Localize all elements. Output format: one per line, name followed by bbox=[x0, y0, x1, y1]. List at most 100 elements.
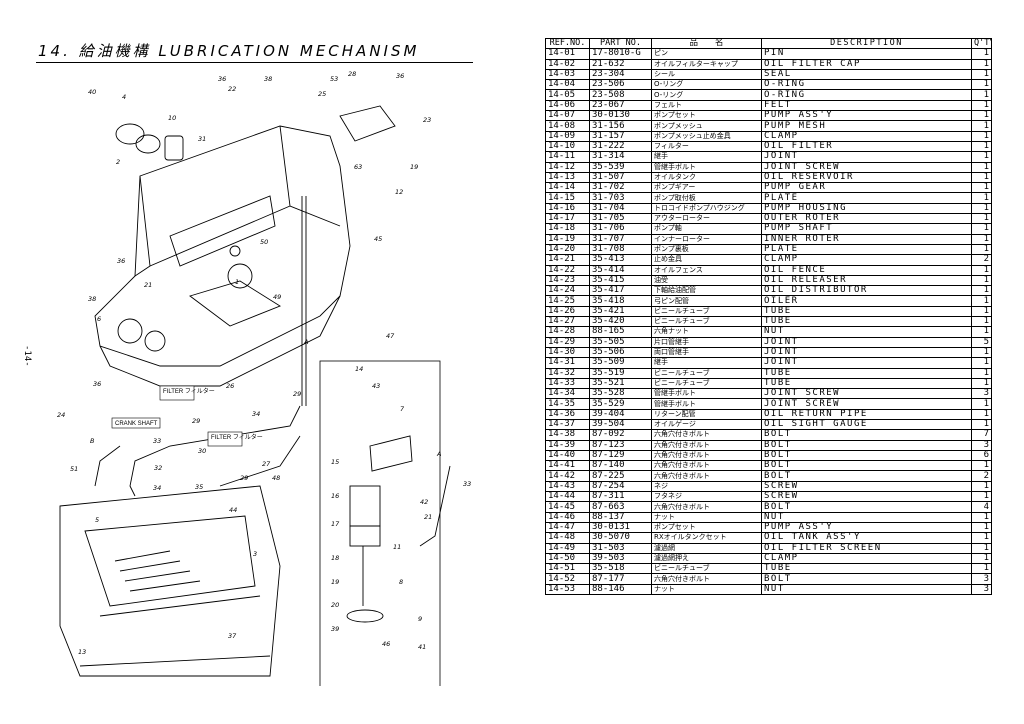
callout-41: 41 bbox=[418, 643, 426, 651]
cell-name-jp: 継手 bbox=[651, 151, 762, 163]
callout-36b: 36 bbox=[396, 72, 404, 80]
cell-part-no: 21-632 bbox=[589, 58, 652, 70]
cell-description: TUBE bbox=[761, 563, 972, 575]
callout-22: 22 bbox=[228, 85, 236, 93]
cell-description: JOINT bbox=[761, 357, 972, 369]
parts-table-header: REF.NO. PART NO. 品 名 DESCRIPTION Q'TY bbox=[545, 37, 992, 50]
cell-ref-no: 14-11 bbox=[545, 151, 590, 163]
cell-part-no: 87-177 bbox=[589, 573, 652, 585]
cell-ref-no: 14-24 bbox=[545, 285, 590, 297]
cell-name-jp: 管継手ボルト bbox=[651, 161, 762, 173]
cell-description: JOINT SCREW bbox=[761, 398, 972, 410]
cell-part-no: 87-254 bbox=[589, 480, 652, 493]
cell-part-no: 30-0131 bbox=[589, 521, 652, 534]
cell-ref-no: 14-38 bbox=[545, 429, 590, 441]
cell-qty: 1 bbox=[971, 563, 992, 575]
cell-qty: 2 bbox=[971, 254, 992, 266]
cell-qty: 1 bbox=[971, 202, 992, 215]
cell-part-no: 35-415 bbox=[589, 274, 652, 287]
cell-description: BOLT bbox=[761, 429, 972, 441]
cell-qty: 1 bbox=[971, 213, 992, 225]
cell-qty: 1 bbox=[971, 48, 992, 60]
cell-qty: 1 bbox=[971, 305, 992, 318]
cell-ref-no: 14-36 bbox=[545, 408, 590, 420]
cell-name-jp: ピン bbox=[651, 48, 762, 60]
cell-name-jp: 濾過網押え bbox=[651, 552, 762, 565]
cell-qty: 1 bbox=[971, 542, 992, 554]
cell-ref-no: 14-22 bbox=[545, 264, 590, 276]
cell-part-no: 35-519 bbox=[589, 367, 652, 379]
callout-4: 4 bbox=[122, 93, 126, 101]
cell-ref-no: 14-16 bbox=[545, 202, 590, 215]
cell-name-jp: 管継手ボルト bbox=[651, 398, 762, 410]
cell-description: JOINT SCREW bbox=[761, 388, 972, 400]
cell-name-jp: O-リング bbox=[651, 89, 762, 101]
cell-qty: 1 bbox=[971, 377, 992, 390]
cell-name-jp: ビニールチューブ bbox=[651, 377, 762, 390]
cell-qty: 1 bbox=[971, 171, 992, 184]
cell-qty: 1 bbox=[971, 89, 992, 101]
cell-ref-no: 14-23 bbox=[545, 274, 590, 287]
cell-qty: 1 bbox=[971, 418, 992, 431]
cell-qty: 1 bbox=[971, 79, 992, 91]
cell-name-jp: 六角穴付きボルト bbox=[651, 429, 762, 441]
cell-description: OIL FILTER SCREEN bbox=[761, 542, 972, 554]
callout-9: 9 bbox=[418, 615, 422, 623]
cell-ref-no: 14-09 bbox=[545, 130, 590, 142]
header-part-no: PART NO. bbox=[589, 37, 652, 50]
callout-21b: 21 bbox=[424, 513, 432, 521]
cell-description: BOLT bbox=[761, 439, 972, 451]
cell-ref-no: 14-48 bbox=[545, 532, 590, 544]
cell-part-no: 23-067 bbox=[589, 99, 652, 112]
cell-part-no: 23-508 bbox=[589, 89, 652, 101]
cell-name-jp: ビニールチューブ bbox=[651, 367, 762, 379]
cell-name-jp: インナーローター bbox=[651, 233, 762, 245]
cell-part-no: 35-529 bbox=[589, 398, 652, 410]
cell-description: CLAMP bbox=[761, 254, 972, 266]
cell-part-no: 87-663 bbox=[589, 501, 652, 513]
cell-qty: 5 bbox=[971, 336, 992, 348]
cell-qty: 6 bbox=[971, 449, 992, 462]
cell-description: PUMP MESH bbox=[761, 120, 972, 132]
cell-part-no: 31-706 bbox=[589, 223, 652, 235]
cell-name-jp: 六角穴付きボルト bbox=[651, 449, 762, 462]
cell-description: OIL SIGHT GAUGE bbox=[761, 418, 972, 431]
cell-name-jp: 油受 bbox=[651, 274, 762, 287]
cell-description: BOLT bbox=[761, 573, 972, 585]
callout-1: 1 bbox=[235, 278, 239, 286]
cell-name-jp: 六角穴付きボルト bbox=[651, 460, 762, 472]
cell-part-no: 30-5070 bbox=[589, 532, 652, 544]
cell-name-jp: RXオイルタンクセット bbox=[651, 532, 762, 544]
callout-43: 43 bbox=[372, 382, 380, 390]
cell-description: SCREW bbox=[761, 491, 972, 503]
machine-frame-drawing bbox=[59, 105, 451, 686]
cell-part-no: 35-417 bbox=[589, 285, 652, 297]
cell-qty: 1 bbox=[971, 511, 992, 523]
cell-name-jp: ポンプ取付板 bbox=[651, 192, 762, 204]
cell-description: JOINT bbox=[761, 151, 972, 163]
cell-qty: 1 bbox=[971, 274, 992, 287]
cell-name-jp: 濾過網 bbox=[651, 542, 762, 554]
cell-ref-no: 14-15 bbox=[545, 192, 590, 204]
crank-shaft-label: CRANK SHAFT bbox=[115, 421, 158, 427]
callout-18: 18 bbox=[331, 554, 339, 562]
callout-32: 32 bbox=[154, 464, 162, 472]
callout-26: 26 bbox=[226, 382, 234, 390]
callout-Ab: A bbox=[436, 450, 441, 458]
cell-part-no: 87-140 bbox=[589, 460, 652, 472]
cell-part-no: 87-129 bbox=[589, 449, 652, 462]
cell-name-jp: ナット bbox=[651, 511, 762, 523]
callout-23: 23 bbox=[423, 116, 431, 124]
